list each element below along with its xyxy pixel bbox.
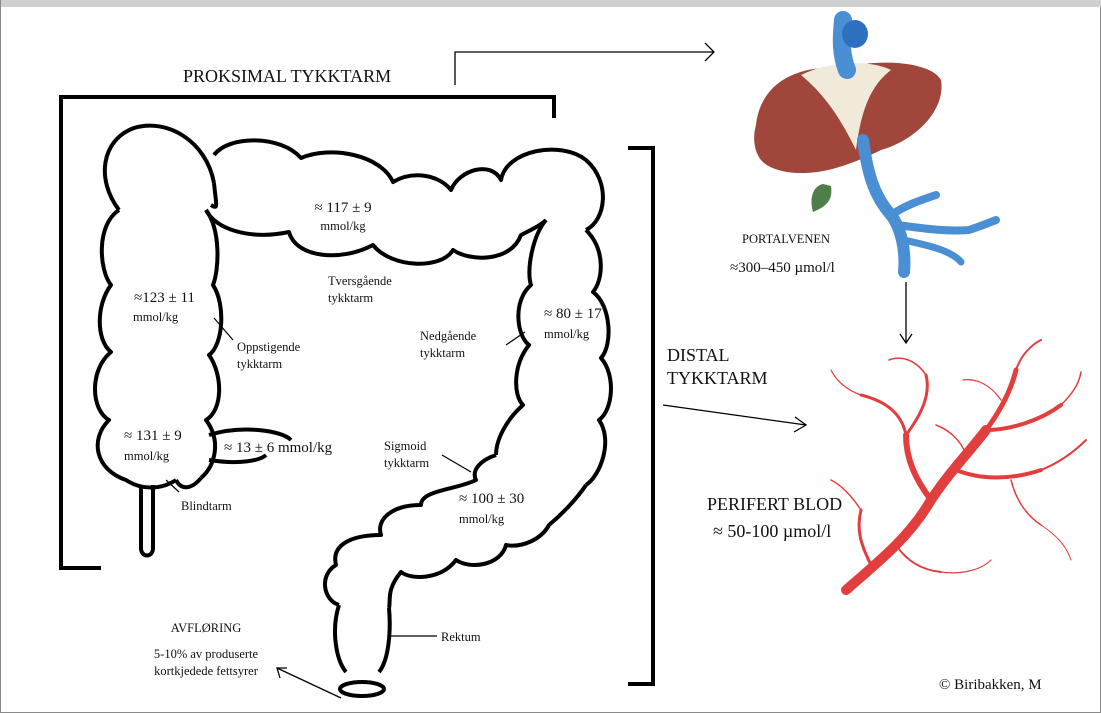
ascending-label-line2: tykktarm bbox=[237, 357, 282, 371]
ascending-value: ≈123 ± 11 bbox=[134, 290, 195, 307]
descending-unit: mmol/kg bbox=[544, 327, 589, 341]
cecum-label: Blindtarm bbox=[181, 499, 232, 513]
cecum-value: ≈ 131 ± 9 bbox=[124, 428, 182, 445]
sigmoid-value: ≈ 100 ± 30 bbox=[459, 491, 524, 508]
feces-label: AVFLØRING bbox=[131, 621, 281, 635]
blood-vessels-icon bbox=[831, 340, 1086, 590]
ascending-label-line1: Oppstigende bbox=[237, 340, 300, 354]
descending-value: ≈ 80 ± 17 bbox=[544, 306, 602, 323]
rectum-label: Rektum bbox=[441, 630, 481, 644]
distal-colon-label-line2: TYKKTARM bbox=[667, 368, 768, 389]
descending-label-line1: Nedgående bbox=[420, 329, 476, 343]
sigmoid-unit: mmol/kg bbox=[459, 512, 504, 526]
cecum-unit: mmol/kg bbox=[124, 449, 169, 463]
leader-lines bbox=[166, 318, 525, 636]
distal-bracket bbox=[628, 148, 653, 684]
distal-colon-label-line1: DISTAL bbox=[667, 345, 730, 366]
transverse-value: ≈ 117 ± 9 bbox=[301, 200, 385, 217]
ascending-unit: mmol/kg bbox=[133, 310, 178, 324]
copyright-text: © Biribakken, M bbox=[939, 677, 1042, 694]
portal-vein-label: PORTALVENEN bbox=[742, 232, 830, 246]
peripheral-blood-value: ≈ 50-100 µmol/l bbox=[713, 521, 831, 542]
transverse-unit: mmol/kg bbox=[301, 219, 385, 233]
feces-line1: 5-10% av produserte bbox=[131, 647, 281, 661]
proximal-colon-label: PROKSIMAL TYKKTARM bbox=[183, 66, 391, 87]
sigmoid-label-line1: Sigmoid bbox=[384, 439, 426, 453]
sigmoid-label-line2: tykktarm bbox=[384, 456, 429, 470]
portal-vein-value: ≈300–450 µmol/l bbox=[730, 260, 835, 277]
peripheral-blood-label: PERIFERT BLOD bbox=[707, 494, 842, 515]
appendix-value: ≈ 13 ± 6 mmol/kg bbox=[224, 440, 332, 457]
transverse-label-line1: Tversgående bbox=[328, 274, 392, 288]
feces-line2: kortkjedede fettsyrer bbox=[131, 664, 281, 678]
descending-label-line2: tykktarm bbox=[420, 346, 465, 360]
transverse-label-line2: tykktarm bbox=[328, 291, 373, 305]
